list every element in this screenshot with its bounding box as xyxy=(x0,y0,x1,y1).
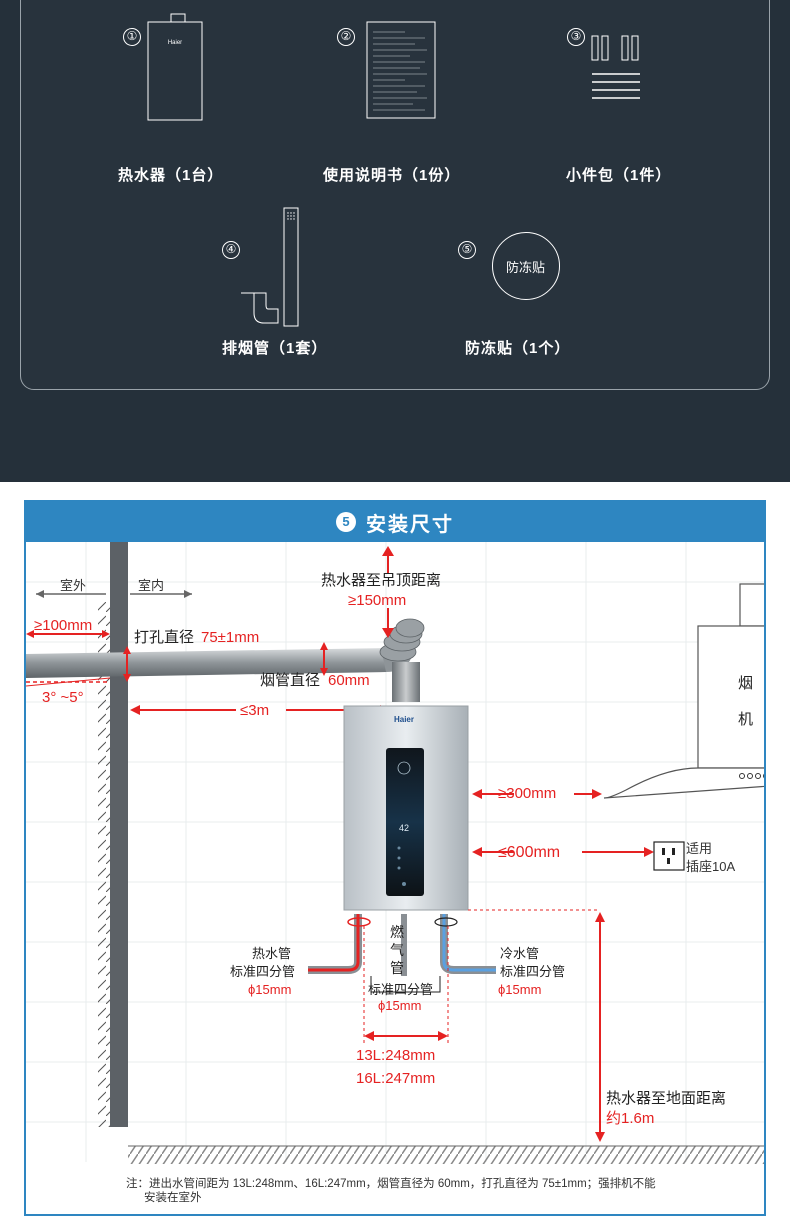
range-hood xyxy=(603,583,764,799)
item-label-manual: 使用说明书（1份） xyxy=(323,167,461,184)
gas-char-1: 燃 xyxy=(390,924,404,940)
hood-text-1: 烟 xyxy=(738,675,753,692)
exhaust-pipe-vertical xyxy=(392,662,420,702)
small-parts-icon xyxy=(591,35,640,99)
horizontal-distance-value: ≤3m xyxy=(240,702,269,719)
gas-pipe-std: 标准四分管 xyxy=(368,982,433,997)
hole-diameter-label: 打孔直径 xyxy=(134,629,194,646)
ceiling-distance-label: 热水器至吊顶距离 xyxy=(321,572,441,589)
item-label-small-parts: 小件包（1件） xyxy=(566,167,672,184)
item-number-3: ③ xyxy=(567,28,585,46)
pipe-diameter-label: 烟管直径 xyxy=(260,672,320,689)
floor-distance-label: 热水器至地面距离 xyxy=(606,1090,726,1107)
item-label-heater: 热水器（1台） xyxy=(118,167,224,184)
exhaust-pipe-horizontal xyxy=(26,648,386,678)
exhaust-pipe-icon xyxy=(241,207,299,327)
pipe-diameter-value: 60mm xyxy=(328,672,370,689)
floor-hatch xyxy=(128,1146,764,1164)
gas-char-2: 气 xyxy=(390,942,404,958)
sticker-text: 防冻贴 xyxy=(505,260,545,275)
indoor-label: 室内 xyxy=(138,578,164,593)
gas-pipe-diameter: ϕ15mm xyxy=(378,998,421,1013)
hole-diameter-value: 75±1mm xyxy=(201,629,259,646)
hood-distance-value: ≥300mm xyxy=(498,785,556,802)
ceiling-distance-value: ≥150mm xyxy=(348,592,406,609)
item-number-5: ⑤ xyxy=(458,241,476,259)
anti-freeze-sticker-icon: 防冻贴 xyxy=(492,232,560,300)
installation-dimensions-section: 5 安装尺寸 xyxy=(24,500,766,1216)
cold-pipe-diameter: ϕ15mm xyxy=(498,982,541,997)
slope-angle: 3° ~5° xyxy=(42,689,84,706)
manual-document-icon xyxy=(366,21,436,119)
outdoor-label: 室外 xyxy=(60,578,86,593)
hot-pipe-label: 热水管 xyxy=(252,946,291,961)
contents-panel xyxy=(20,0,770,390)
hot-pipe-diameter: ϕ15mm xyxy=(248,982,291,997)
section-number-badge: 5 xyxy=(336,512,356,532)
note-line-1: 注：进出水管间距为 13L:248mm、16L:247mm，烟管直径为 60mm… xyxy=(126,1178,656,1190)
gas-char-3: 管 xyxy=(390,960,404,976)
item-number-4: ④ xyxy=(222,241,240,259)
item-number-1: ① xyxy=(123,28,141,46)
spacing-13l: 13L:248mm xyxy=(356,1047,435,1064)
socket-label-2: 插座10A xyxy=(686,859,735,874)
installation-diagram: 室外 室内 热水器至吊顶距离 ≥150mm ≥100mm 打孔直径 75±1mm… xyxy=(26,542,764,1164)
wall xyxy=(110,542,128,1127)
item-label-exhaust-pipe: 排烟管（1套） xyxy=(222,340,328,357)
cold-pipe-label: 冷水管 xyxy=(500,946,539,961)
display-temperature: 42 xyxy=(399,823,409,833)
socket-label-1: 适用 xyxy=(686,841,712,856)
wall-hatch xyxy=(98,602,110,1127)
wall-extension-value: ≥100mm xyxy=(34,617,92,634)
floor-distance-value: 约1.6m xyxy=(606,1110,654,1127)
note-line-2: 安装在室外 xyxy=(144,1192,202,1204)
water-heater-outline-icon: Haier xyxy=(147,13,203,121)
install-note: 注：进出水管间距为 13L:248mm、16L:247mm，烟管直径为 60mm… xyxy=(126,1177,746,1205)
spacing-16l: 16L:247mm xyxy=(356,1070,435,1087)
cold-pipe-std: 标准四分管 xyxy=(500,964,565,979)
item-number-2: ② xyxy=(337,28,355,46)
socket-icon xyxy=(653,841,685,871)
hood-text-2: 机 xyxy=(738,711,753,728)
heater-logo: Haier xyxy=(394,715,414,724)
section-title: 安装尺寸 xyxy=(366,514,454,536)
item-label-sticker: 防冻贴（1个） xyxy=(465,340,571,357)
section-header: 5 安装尺寸 xyxy=(26,502,764,542)
exhaust-elbow xyxy=(379,618,425,662)
socket-distance-value: ≤600mm xyxy=(498,844,560,861)
hot-pipe-std: 标准四分管 xyxy=(230,964,295,979)
control-panel xyxy=(386,748,424,896)
heater-brand-text: Haier xyxy=(168,40,182,46)
package-contents-section: ① Haier 热水器（1台） ② 使用说明书（1份） ③ 小件包（1件） ④ xyxy=(0,0,790,482)
